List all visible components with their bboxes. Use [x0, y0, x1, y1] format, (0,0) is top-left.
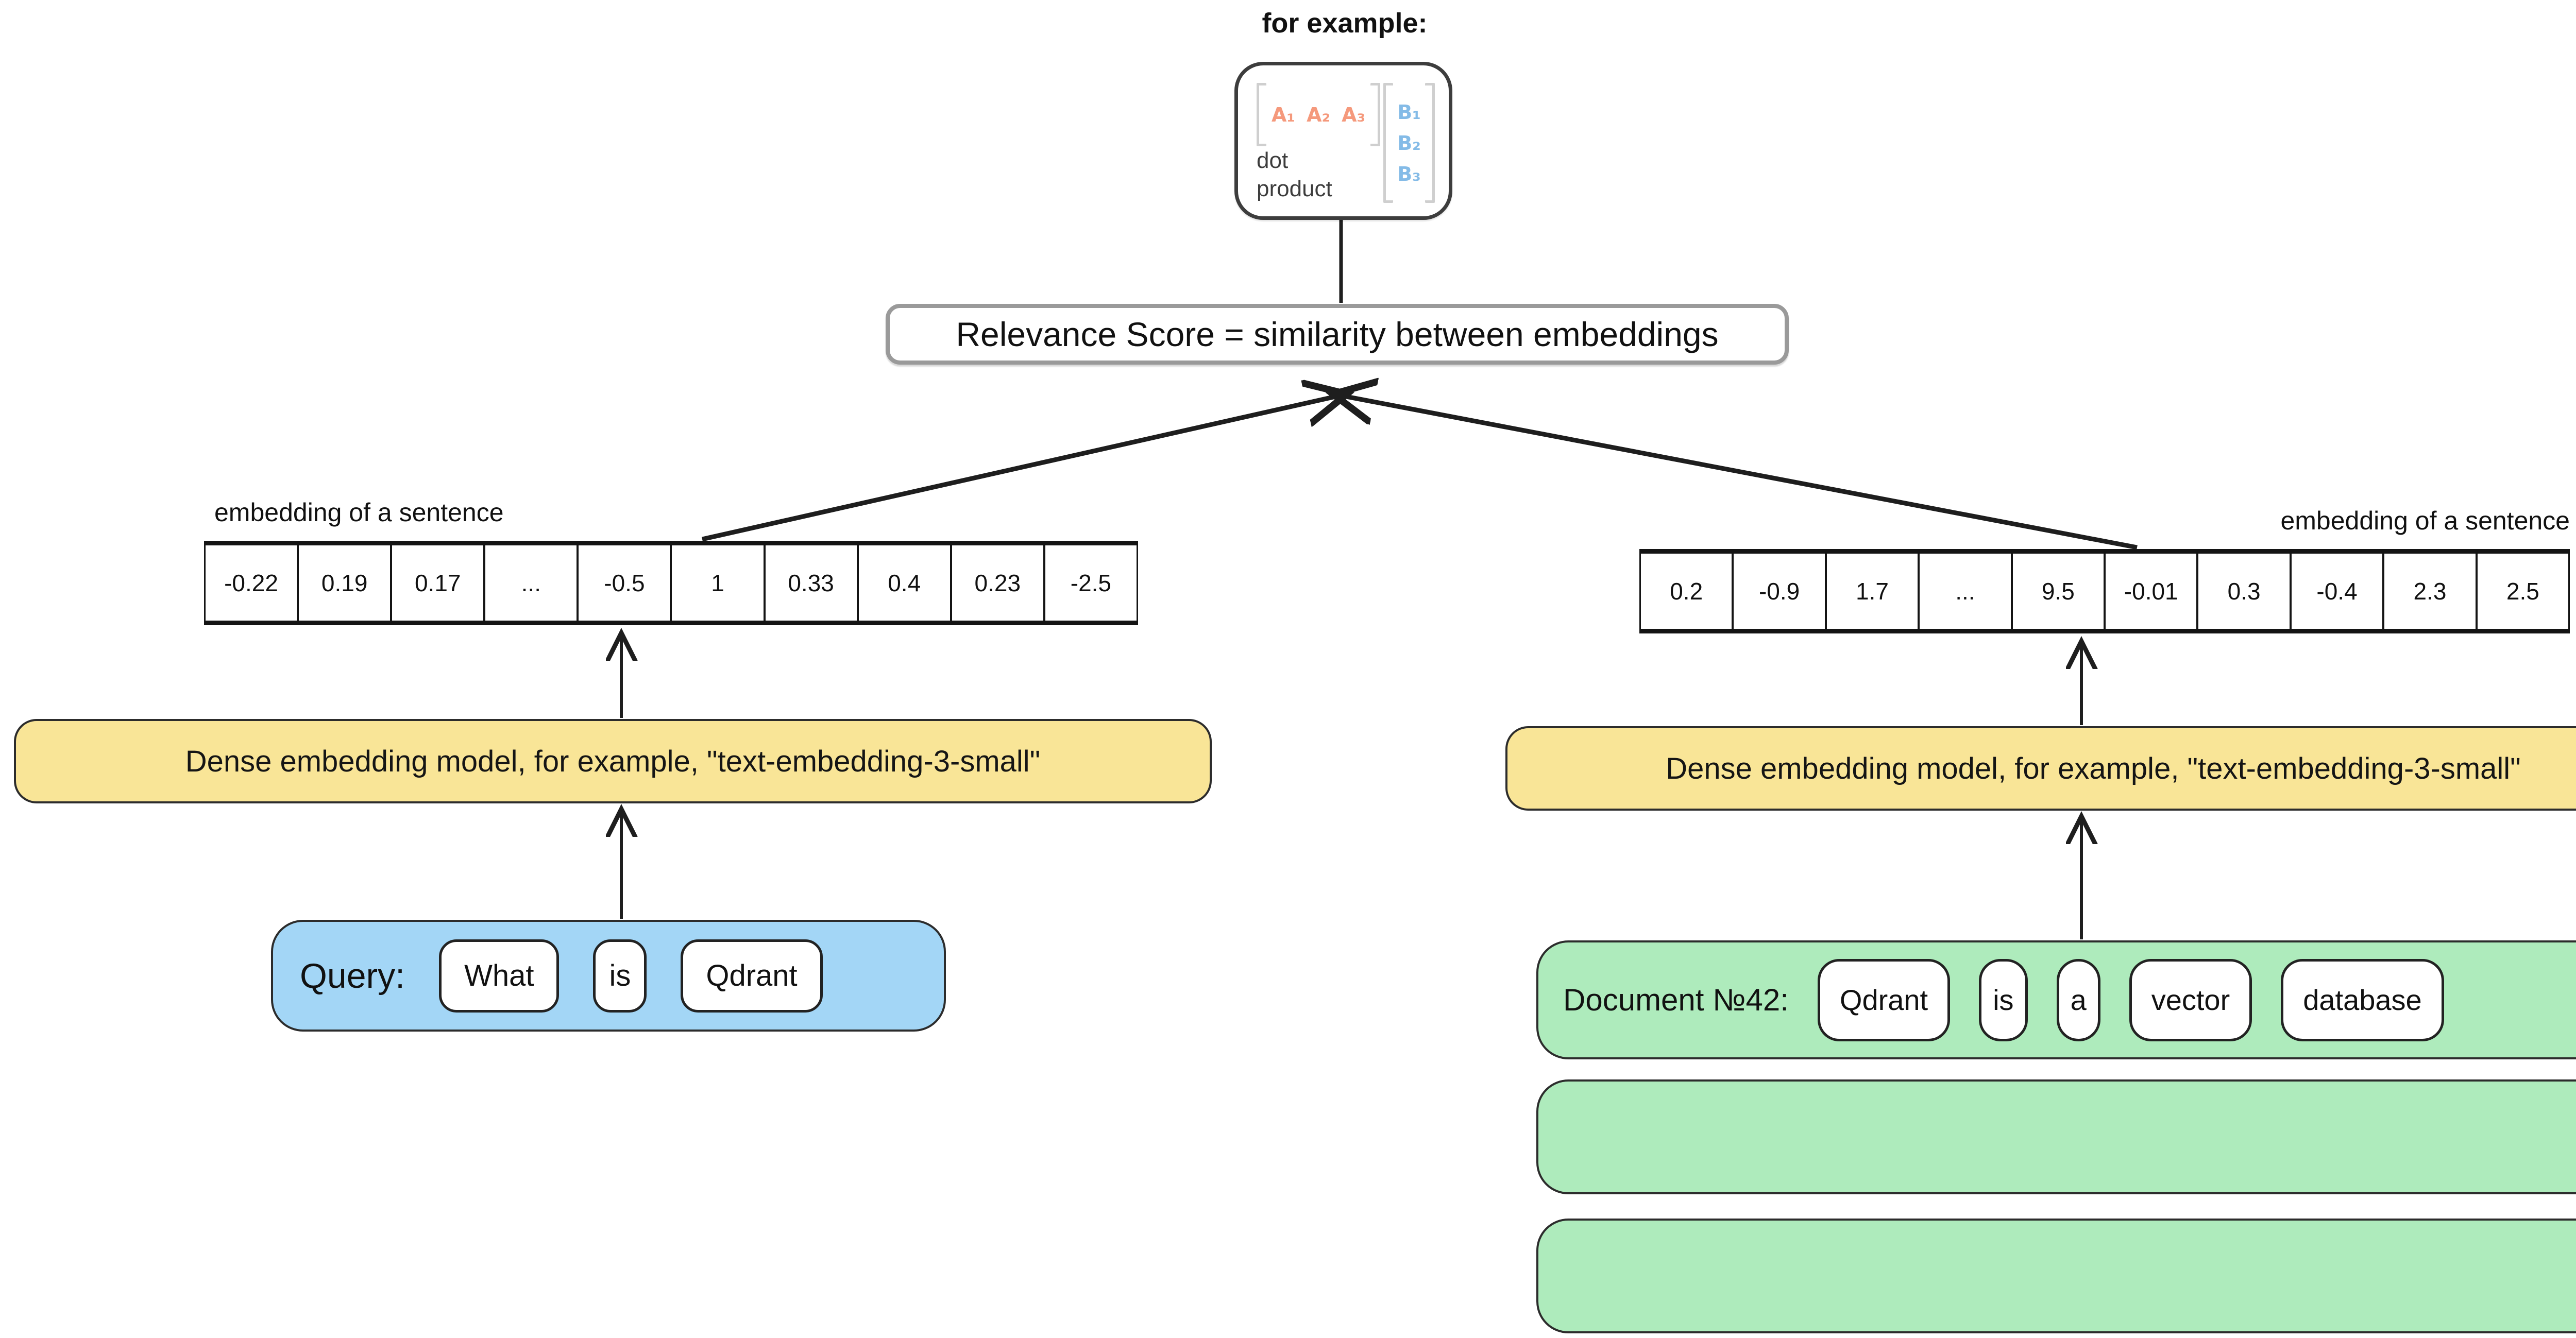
dot-product-label: dot product — [1257, 148, 1332, 201]
embedding-cell: 0.33 — [766, 545, 859, 621]
embedding-cell: 0.2 — [1641, 554, 1734, 629]
document-token: vector — [2129, 958, 2252, 1041]
vector-b-item: B₁ — [1397, 100, 1421, 124]
document-token: is — [1979, 958, 2028, 1041]
document-token: database — [2281, 958, 2444, 1041]
vector-b-item: B₃ — [1397, 162, 1421, 185]
example-title: for example: — [1262, 8, 1428, 39]
relevance-score-box: Relevance Score = similarity between emb… — [886, 304, 1789, 365]
embedding-cell: 1.7 — [1827, 554, 1920, 629]
vector-a-item: A₁ — [1272, 103, 1296, 126]
embedding-cell: 0.23 — [952, 545, 1045, 621]
embedding-cell: -0.4 — [2292, 554, 2385, 629]
right-model-box: Dense embedding model, for example, "tex… — [1505, 726, 2576, 811]
vector-b: B₁ B₂ B₃ — [1383, 83, 1435, 203]
embedding-cell: 2.3 — [2384, 554, 2478, 629]
query-token: What — [439, 939, 560, 1013]
embedding-cell: -0.5 — [579, 545, 672, 621]
embedding-cell: 0.19 — [299, 545, 393, 621]
embedding-cell: -0.9 — [1734, 554, 1827, 629]
left-bracket-icon — [1383, 83, 1394, 203]
embedding-cell: -2.5 — [1070, 570, 1112, 596]
embedding-cell: ... — [1920, 554, 2013, 629]
right-embedding-label: embedding of a sentence — [2280, 506, 2570, 535]
vector-a: A₁ A₂ A₃ — [1257, 83, 1381, 146]
embedding-cell: 0.3 — [2198, 554, 2292, 629]
embedding-cell: -0.01 — [2106, 554, 2199, 629]
embedding-cell: 9.5 — [2013, 554, 2106, 629]
right-bracket-icon — [1370, 83, 1381, 146]
embedding-cell: 0.17 — [392, 545, 486, 621]
document-token: Qdrant — [1817, 958, 1951, 1041]
right-embedding-row: 0.2 -0.9 1.7 ... 9.5 -0.01 0.3 -0.4 2.3 … — [1639, 549, 2570, 633]
query-label: Query: — [300, 956, 405, 996]
embedding-cell: ... — [485, 545, 579, 621]
query-token: Qdrant — [681, 939, 823, 1013]
right-embedding-to-relevance-arrow — [1335, 394, 2138, 550]
vector-a-item: A₃ — [1342, 103, 1366, 126]
document-box-empty-2 — [1536, 1219, 2576, 1333]
left-model-text: Dense embedding model, for example, "tex… — [185, 744, 1041, 778]
query-token: is — [593, 939, 647, 1013]
embedding-cell: 1 — [672, 545, 766, 621]
left-embedding-to-relevance-arrow — [702, 394, 1345, 542]
embedding-cell: 2.5 — [2506, 578, 2539, 605]
example-box-left-column: A₁ A₂ A₃ dot product — [1257, 83, 1381, 203]
vector-b-item: B₂ — [1397, 131, 1421, 155]
relevance-score-text: Relevance Score = similarity between emb… — [956, 315, 1719, 353]
vector-a-item: A₂ — [1307, 103, 1331, 126]
dot-product-example-box: A₁ A₂ A₃ dot product B₁ B₂ B₃ — [1234, 62, 1452, 220]
left-embedding-row: -0.22 0.19 0.17 ... -0.5 1 0.33 0.4 0.23… — [204, 541, 1138, 625]
left-embedding-label: embedding of a sentence — [214, 498, 504, 527]
query-box: Query: What is Qdrant — [271, 920, 946, 1032]
document-box: Document №42: Qdrant is a vector databas… — [1536, 940, 2576, 1059]
right-model-text: Dense embedding model, for example, "tex… — [1666, 751, 2521, 785]
embedding-cell: -0.22 — [206, 545, 299, 621]
left-bracket-icon — [1257, 83, 1266, 146]
left-model-box: Dense embedding model, for example, "tex… — [14, 719, 1212, 803]
embedding-cell: 0.4 — [859, 545, 952, 621]
document-box-empty-1 — [1536, 1079, 2576, 1194]
document-token: a — [2056, 958, 2100, 1041]
document-label: Document №42: — [1563, 983, 1789, 1017]
right-bracket-icon — [1425, 83, 1435, 203]
